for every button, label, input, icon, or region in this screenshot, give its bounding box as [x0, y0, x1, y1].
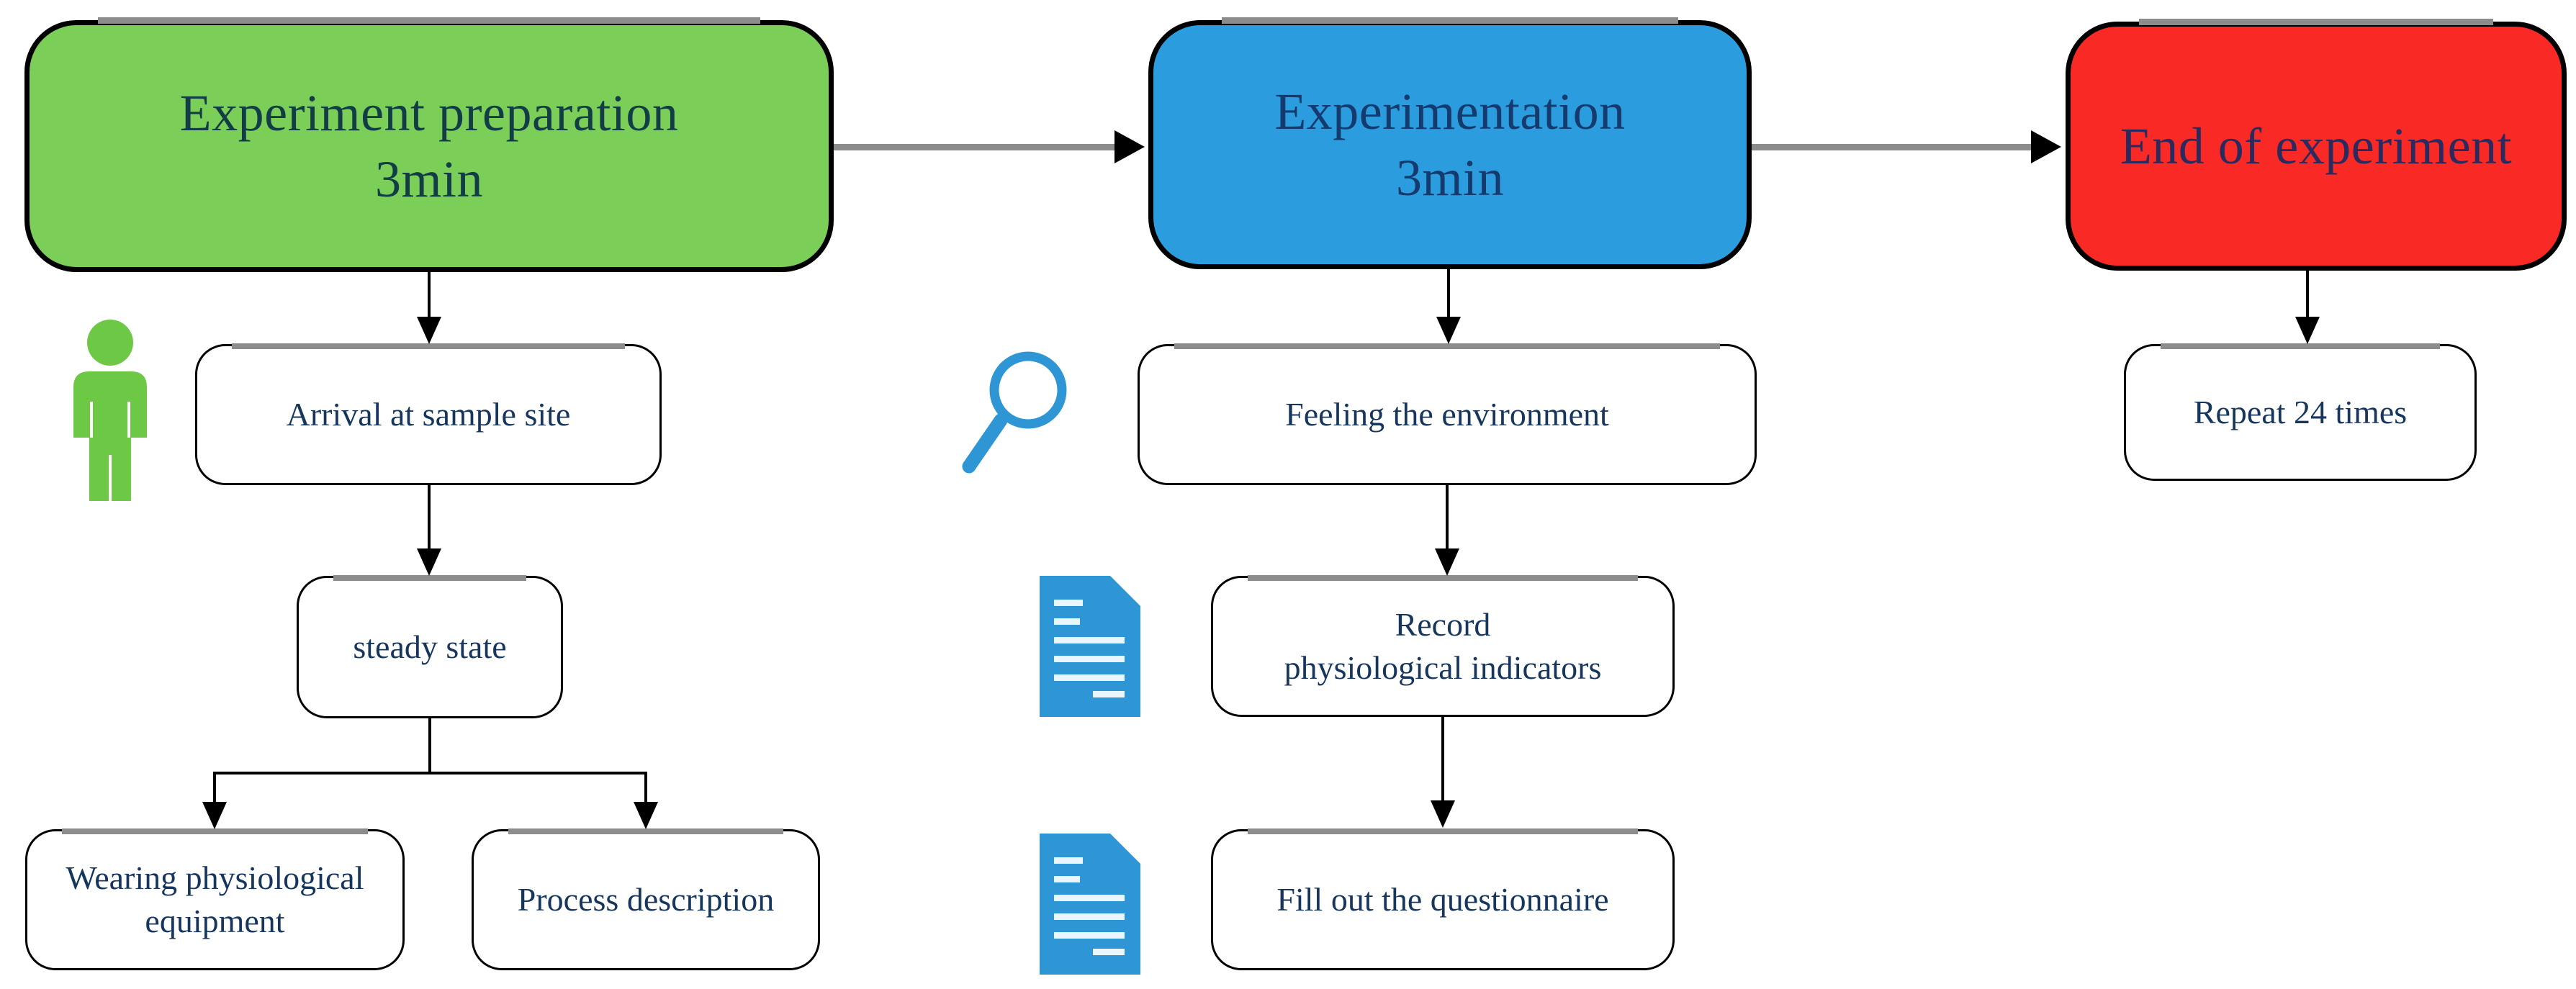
- document-icon: [1040, 576, 1140, 717]
- step-box-steady-state: steady state: [297, 575, 563, 718]
- step-label-feeling-environment: Feeling the environment: [1285, 396, 1609, 433]
- arrow-end-to-repeat: [2306, 271, 2309, 318]
- arrowhead-down-icon: [417, 548, 441, 576]
- box-top-shadow: [98, 17, 760, 24]
- stage-box-experimentation: Experimentation 3min: [1148, 17, 1752, 269]
- box-top-shadow: [232, 343, 625, 349]
- box-top-shadow: [333, 575, 526, 581]
- stage-box-end-of-experiment: End of experiment: [2066, 19, 2567, 271]
- arrow-branch-to-wearing: [213, 772, 216, 803]
- box-top-shadow: [2139, 19, 2493, 25]
- arrowhead-down-icon: [2295, 317, 2320, 344]
- magnifier-icon: [962, 351, 1067, 474]
- box-top-shadow: [508, 828, 783, 834]
- document-icon: [1040, 834, 1140, 975]
- arrowhead-down-icon: [417, 317, 441, 344]
- box-top-shadow: [1222, 17, 1678, 24]
- person-icon: [73, 320, 147, 501]
- arrowhead-down-icon: [1431, 800, 1455, 828]
- box-top-shadow: [62, 828, 368, 834]
- arrow-exp-to-feeling: [1447, 269, 1450, 320]
- stage-label-end: End of experiment: [2120, 117, 2513, 175]
- step-box-feeling-environment: Feeling the environment: [1138, 343, 1757, 485]
- stage-box-experiment-preparation: Experiment preparation 3min: [24, 17, 834, 272]
- arrowhead-down-icon: [634, 802, 658, 829]
- step-label-fill-questionnaire: Fill out the questionnaire: [1276, 881, 1609, 918]
- step-box-fill-questionnaire: Fill out the questionnaire: [1211, 828, 1675, 970]
- arrow-prep-to-arrival: [428, 272, 431, 320]
- step-box-record-indicators: Record physiological indicators: [1211, 575, 1675, 717]
- box-top-shadow: [1248, 575, 1638, 581]
- arrow-branch-to-process: [644, 772, 647, 803]
- step-box-arrival: Arrival at sample site: [195, 343, 662, 485]
- step-label-wearing-equipment: Wearing physiological equipment: [66, 859, 364, 939]
- branch-connector-line: [213, 772, 647, 775]
- step-label-arrival: Arrival at sample site: [286, 396, 571, 433]
- arrow-steady-to-branch: [428, 718, 431, 773]
- box-top-shadow: [2161, 343, 2440, 349]
- step-label-steady-state: steady state: [353, 628, 507, 666]
- step-box-repeat: Repeat 24 times: [2124, 343, 2477, 481]
- arrow-experimentation-to-end: [1752, 144, 2032, 150]
- arrow-arrival-to-steady: [428, 485, 431, 550]
- arrowhead-right-icon: [2031, 130, 2061, 163]
- step-box-wearing-equipment: Wearing physiological equipment: [25, 828, 405, 970]
- arrow-record-to-questionnaire: [1441, 717, 1444, 802]
- arrowhead-right-icon: [1114, 130, 1145, 163]
- step-label-repeat: Repeat 24 times: [2193, 394, 2408, 431]
- stage-label-experimentation: Experimentation 3min: [1274, 82, 1626, 207]
- stage-label-preparation: Experiment preparation 3min: [179, 83, 679, 208]
- arrow-feeling-to-record: [1446, 485, 1449, 550]
- step-label-process-description: Process description: [517, 881, 775, 918]
- step-label-record-indicators: Record physiological indicators: [1284, 606, 1602, 686]
- arrowhead-down-icon: [1435, 548, 1459, 576]
- arrowhead-down-icon: [1436, 317, 1461, 344]
- arrowhead-down-icon: [202, 802, 227, 829]
- step-box-process-description: Process description: [472, 828, 820, 970]
- arrow-prep-to-experimentation: [834, 144, 1116, 150]
- box-top-shadow: [1174, 343, 1720, 349]
- box-top-shadow: [1248, 828, 1638, 834]
